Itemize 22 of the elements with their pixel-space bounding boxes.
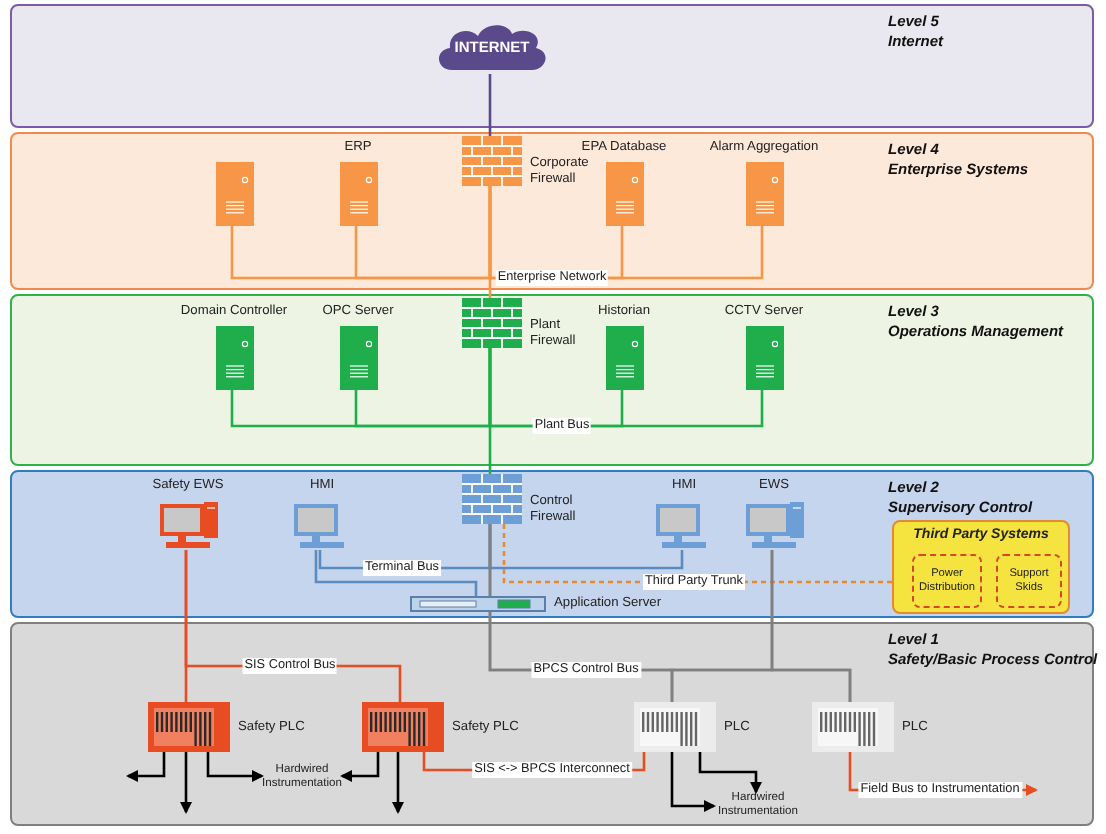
arrow [180,752,192,814]
level-band [10,622,1094,826]
network-line [770,550,852,702]
level-band [10,470,1094,618]
level-band [10,132,1094,290]
subsystem-box [912,554,982,608]
network-line [488,186,492,298]
arrow [206,752,264,782]
arrow [392,752,404,814]
network-line [314,550,478,596]
network-line [184,550,402,702]
arrow [670,752,716,812]
level-band [10,294,1094,466]
arrow [340,752,380,782]
arrow [698,752,762,794]
network-line [488,74,492,136]
subsystem-box [996,554,1062,608]
dashed-connector [502,524,892,584]
level-band [10,4,1094,128]
network-line [488,348,492,474]
arrow [126,752,166,782]
group-box [892,520,1070,614]
